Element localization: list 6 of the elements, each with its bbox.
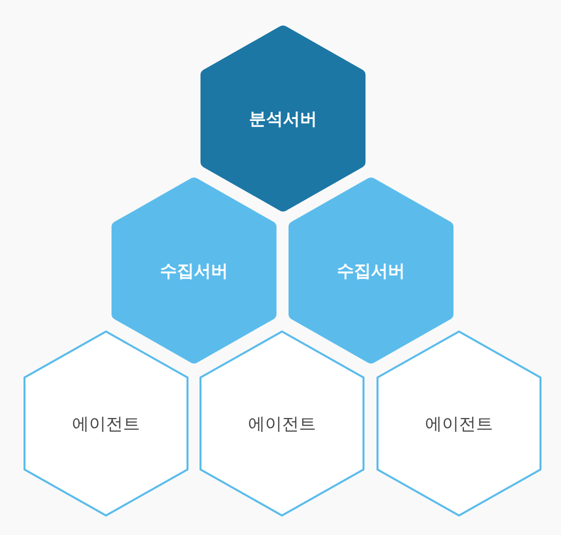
node-label: 수집서버 [159, 260, 229, 282]
node-label: 에이전트 [247, 413, 317, 435]
node-label: 분석서버 [248, 108, 318, 130]
node-label: 에이전트 [71, 413, 141, 435]
node-label: 수집서버 [336, 260, 406, 282]
node-label: 에이전트 [424, 413, 494, 435]
